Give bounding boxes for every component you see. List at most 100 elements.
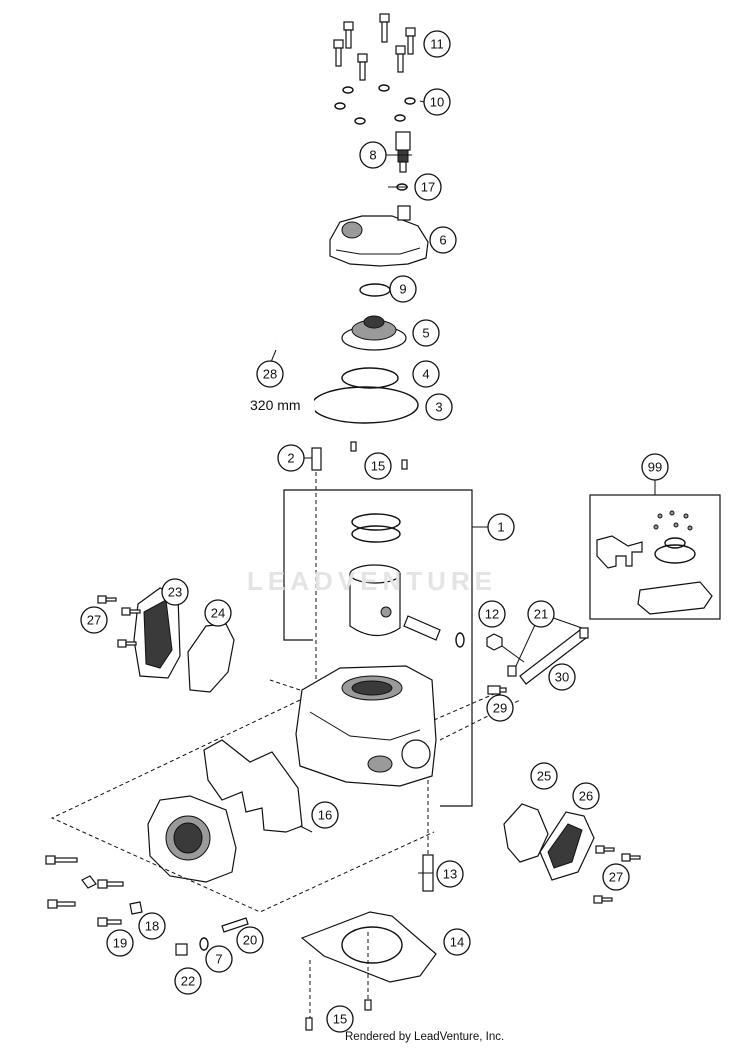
intake-gasket: [203, 739, 303, 833]
callout-17: 17: [414, 173, 442, 201]
callout-27-left: 27: [80, 606, 108, 634]
base-gasket: [300, 911, 437, 1018]
piston-ring-upper: [351, 513, 401, 531]
hex-nut: [486, 633, 525, 663]
svg-text:28: 28: [263, 367, 277, 382]
svg-text:27: 27: [609, 870, 623, 885]
cylinder-group-box: [283, 489, 488, 807]
callout-19: 19: [106, 929, 134, 957]
callout-27-right: 27: [602, 863, 630, 891]
svg-text:24: 24: [211, 606, 225, 621]
callout-22: 22: [174, 967, 202, 995]
callout-18: 18: [138, 912, 166, 940]
svg-text:23: 23: [168, 585, 182, 600]
svg-text:6: 6: [439, 233, 446, 248]
bypass-pipe: [507, 613, 589, 685]
svg-text:30: 30: [555, 670, 569, 685]
callout-20: 20: [236, 926, 264, 954]
callout-23: 23: [161, 578, 189, 606]
callout-15-upper: 15: [364, 452, 392, 480]
svg-text:4: 4: [422, 367, 429, 382]
intake-flange: [147, 795, 237, 883]
head-washers: [334, 84, 416, 125]
piston-ring-lower: [351, 525, 401, 543]
svg-text:11: 11: [430, 37, 444, 52]
svg-text:16: 16: [318, 808, 332, 823]
kit-base-gasket: [637, 581, 713, 615]
bleed-nipple: [311, 447, 322, 471]
svg-text:15: 15: [371, 459, 385, 474]
callout-6: 6: [429, 226, 457, 254]
svg-text:15: 15: [333, 1012, 347, 1027]
callout-30: 30: [548, 663, 576, 691]
callout-14: 14: [443, 928, 471, 956]
cylinder: [295, 665, 437, 787]
callout-2: 2: [277, 444, 305, 472]
cylinder-head: [329, 205, 429, 267]
callout-3: 3: [425, 393, 453, 421]
dowel-pin-d: [364, 999, 372, 1011]
footer-credit: Rendered by LeadVenture, Inc.: [345, 1031, 505, 1043]
piston: [349, 564, 401, 637]
callouts: 11 10 8 17 6 9 5 4 3 28 2 15 1 99 23 24 …: [80, 30, 669, 1033]
svg-text:22: 22: [181, 974, 195, 989]
svg-text:10: 10: [430, 95, 444, 110]
dowel-pin-c: [305, 1017, 313, 1031]
callout-5: 5: [412, 319, 440, 347]
svg-text:12: 12: [485, 607, 499, 622]
callout-26: 26: [572, 782, 600, 810]
o-ring-4: [341, 367, 399, 389]
callout-28: 28: [256, 360, 284, 388]
dowel-pin-b: [401, 459, 408, 470]
callout-99: 99: [641, 453, 669, 481]
cover-screws-right: [593, 845, 641, 904]
exhaust-cover-right: [539, 811, 595, 881]
gasket-kit-box: [589, 480, 721, 620]
hose-length-label: 320 mm: [250, 397, 301, 413]
callout-16: 16: [311, 801, 339, 829]
callout-9: 9: [389, 275, 417, 303]
svg-text:17: 17: [421, 180, 435, 195]
callout-29: 29: [486, 694, 514, 722]
head-o-ring: [359, 283, 391, 297]
svg-text:20: 20: [243, 933, 257, 948]
callout-8: 8: [359, 141, 387, 169]
o-ring-3: [311, 386, 419, 424]
callout-13: 13: [436, 860, 464, 888]
temperature-sensor: [395, 131, 411, 173]
svg-text:7: 7: [215, 952, 222, 967]
svg-text:5: 5: [422, 326, 429, 341]
svg-text:99: 99: [648, 460, 662, 475]
svg-text:13: 13: [443, 867, 457, 882]
combustion-insert: [341, 315, 407, 351]
callout-11: 11: [423, 30, 451, 58]
drain-parts: [175, 917, 249, 956]
svg-text:1: 1: [497, 520, 504, 535]
exhaust-gasket-left: [187, 623, 235, 693]
callout-24: 24: [204, 599, 232, 627]
svg-text:29: 29: [493, 701, 507, 716]
piston-pin: [403, 615, 465, 648]
callout-21: 21: [527, 600, 555, 628]
svg-text:25: 25: [537, 769, 551, 784]
svg-text:3: 3: [435, 400, 442, 415]
head-bolts: [333, 13, 416, 81]
callout-4: 4: [412, 360, 440, 388]
watermark-text: LEADVENTURE: [247, 566, 498, 596]
svg-text:27: 27: [87, 613, 101, 628]
svg-text:9: 9: [399, 282, 406, 297]
callout-25: 25: [530, 762, 558, 790]
kit-gasket-shape: [596, 535, 643, 569]
cover-screws-left: [97, 595, 141, 648]
callout-7: 7: [205, 945, 233, 973]
callout-10: 10: [423, 88, 451, 116]
svg-text:8: 8: [369, 148, 376, 163]
svg-text:26: 26: [579, 789, 593, 804]
svg-text:21: 21: [534, 607, 548, 622]
callout-12: 12: [478, 600, 506, 628]
svg-text:14: 14: [450, 935, 464, 950]
exhaust-gasket-right: [503, 803, 549, 863]
callout-15-lower: 15: [326, 1005, 354, 1033]
dowel-pin-a: [350, 441, 357, 452]
